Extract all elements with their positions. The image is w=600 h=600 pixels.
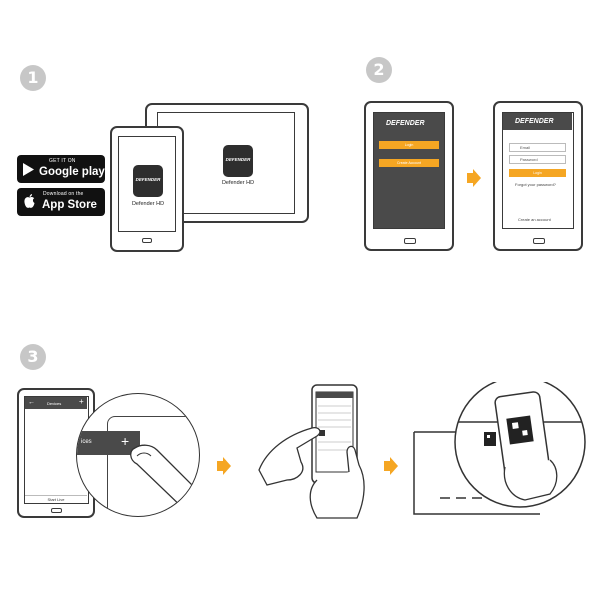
add-icon[interactable]: + [79, 397, 84, 406]
login-header: DEFENDER [503, 113, 572, 130]
phone-app-label: Defender HD [131, 201, 165, 207]
back-arrow-icon[interactable]: ← [28, 399, 35, 406]
devices-title: Devices [47, 400, 62, 406]
login-logo: DEFENDER [515, 118, 554, 125]
phone-splash-screen: DEFENDER Login Create Account [373, 112, 445, 229]
apple-icon [24, 194, 35, 208]
phone-splash-device: DEFENDER Login Create Account [364, 101, 454, 251]
splash-logo: DEFENDER [386, 120, 425, 127]
create-account-link[interactable]: Create an account [518, 217, 551, 222]
start-live-button[interactable]: Start Live [25, 495, 87, 503]
phone-app-icon[interactable]: DEFENDER [133, 165, 163, 197]
email-field[interactable]: Email [509, 143, 566, 152]
step-2-badge: 2 [366, 57, 392, 83]
app-store-badge[interactable]: Download on the App Store [17, 188, 105, 216]
phone-login-screen: DEFENDER Email Password Login Forgot you… [502, 112, 574, 229]
arrow-right-icon [467, 169, 481, 187]
phone-screen: DEFENDER Defender HD [118, 136, 176, 232]
arrow-right-icon-2 [217, 457, 231, 475]
phone-login-device: DEFENDER Email Password Login Forgot you… [493, 101, 583, 251]
tablet-app-icon[interactable]: DEFENDER [223, 145, 253, 177]
google-play-badge[interactable]: GET IT ON Google play [17, 155, 105, 183]
google-play-small-text: GET IT ON [49, 158, 76, 164]
password-field[interactable]: Password [509, 155, 566, 164]
zoom-add-icon[interactable]: + [121, 433, 130, 449]
splash-login-button[interactable]: Login [379, 141, 439, 149]
zoom-circle: ices + [76, 393, 200, 517]
phone-home-button[interactable] [142, 238, 152, 243]
tapping-finger-icon [130, 444, 199, 513]
phone-app-icon-text: DEFENDER [135, 177, 161, 182]
tablet-app-label: Defender HD [221, 180, 255, 186]
phone-devices-home-button[interactable] [51, 508, 62, 513]
phone-splash-home-button[interactable] [404, 238, 416, 244]
arrow-right-icon-3 [384, 457, 398, 475]
step-3-badge: 3 [20, 344, 46, 370]
step-1-badge: 1 [20, 65, 46, 91]
zoom-phone-edge [107, 416, 199, 516]
phone-login-home-button[interactable] [533, 238, 545, 244]
zoom-header: ices + [77, 431, 140, 455]
phone-device: DEFENDER Defender HD [110, 126, 184, 252]
zoom-title: ices [81, 439, 92, 445]
hand-holding-phone-illustration [258, 384, 365, 519]
splash-create-account-button[interactable]: Create Account [379, 159, 439, 167]
login-submit-button[interactable]: Login [509, 169, 566, 177]
tablet-app-icon-text: DEFENDER [225, 157, 251, 162]
forgot-password-link[interactable]: Forgot your password? [515, 182, 556, 187]
phone-devices-screen: ← Devices + Start Live [24, 396, 89, 504]
app-store-name: App Store [42, 199, 97, 211]
google-play-name: Google play [39, 166, 105, 178]
app-store-small-text: Download on the [43, 191, 84, 197]
qr-scan-illustration [413, 382, 586, 515]
play-triangle-icon [23, 163, 34, 176]
devices-header: ← Devices + [25, 397, 87, 409]
